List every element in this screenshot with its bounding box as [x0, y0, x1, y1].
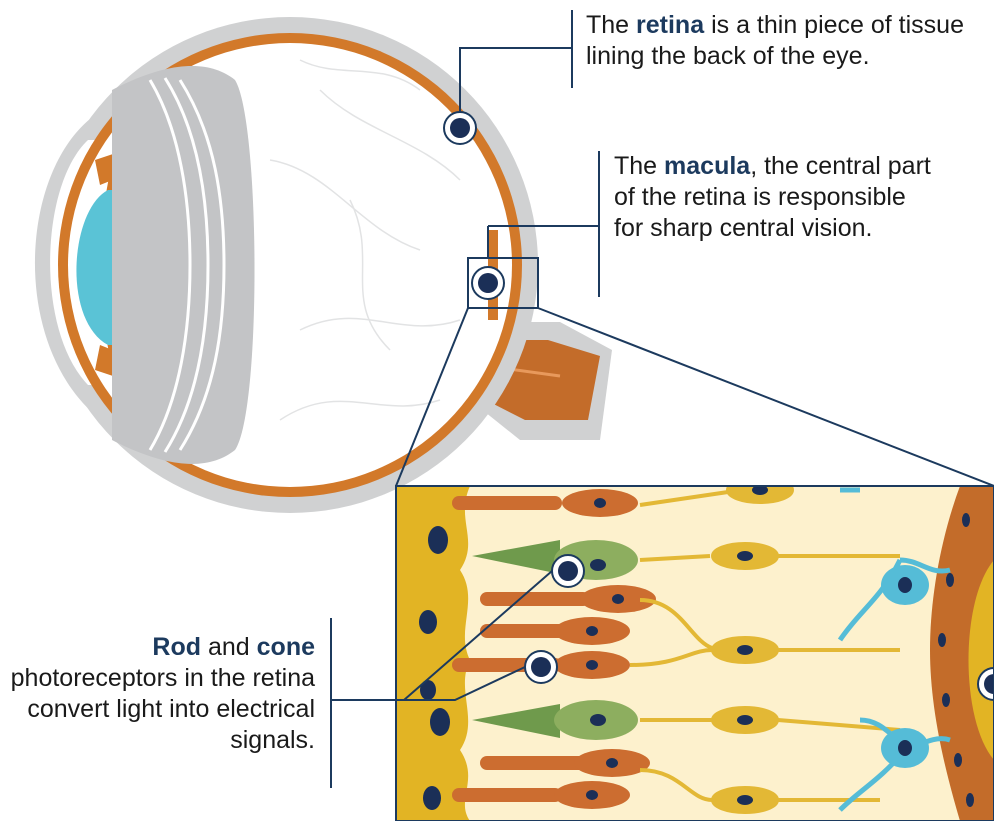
photoreceptor-callout-text: photoreceptors in the retina convert lig…	[11, 664, 315, 754]
retina-callout-bar	[571, 10, 573, 88]
retina-detail-panel	[396, 478, 994, 821]
zoom-line-right	[538, 308, 994, 486]
retina-callout: The retina is a thin piece of tissue lin…	[586, 10, 986, 72]
retina-term: retina	[636, 11, 704, 39]
macula-callout-bar	[598, 151, 600, 297]
photoreceptor-callout: Rod and cone photoreceptors in the retin…	[0, 632, 315, 756]
rod-term: Rod	[152, 633, 201, 661]
macula-callout-pre: The	[614, 152, 664, 180]
lens-zonules	[112, 66, 255, 464]
cone-term: cone	[257, 633, 315, 661]
macula-term: macula	[664, 152, 750, 180]
photoreceptor-callout-bar	[330, 618, 332, 788]
macula-callout: The macula, the central part of the reti…	[614, 151, 934, 244]
photoreceptor-callout-mid: and	[201, 633, 257, 661]
retina-callout-pre: The	[586, 11, 636, 39]
